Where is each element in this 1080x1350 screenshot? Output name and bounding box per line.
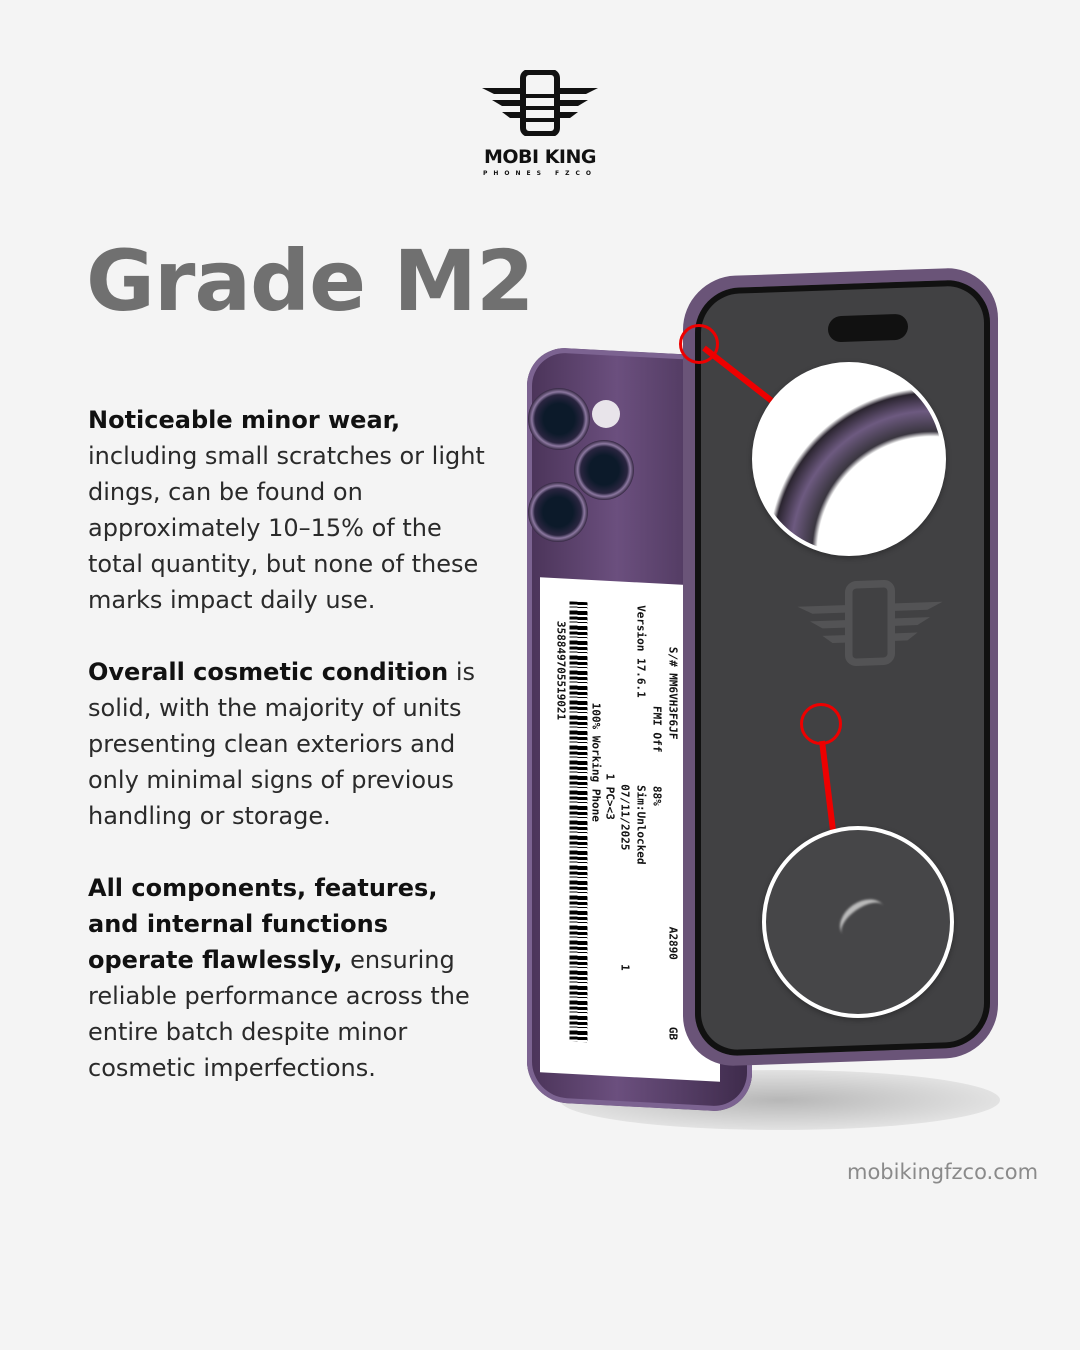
description: Noticeable minor wear, including small s… (88, 402, 488, 1122)
paragraph-lead: Noticeable minor wear, (88, 406, 401, 434)
camera-lens-icon (528, 482, 588, 542)
label-imei: 358849705519021 (554, 620, 568, 721)
label-model: A2890 (666, 926, 680, 961)
scratch-mark (832, 890, 894, 950)
flash-icon (592, 400, 620, 428)
paragraph-function: All components, features, and internal f… (88, 870, 488, 1086)
camera-lens-icon (574, 440, 634, 500)
camera-lens-icon (528, 388, 590, 450)
phone-screen (695, 278, 990, 1058)
phone-front (683, 266, 998, 1068)
zoom-scratch-detail (762, 826, 954, 1018)
paragraph-wear: Noticeable minor wear, including small s… (88, 402, 488, 618)
paragraph-lead: Overall cosmetic condition (88, 658, 449, 686)
barcode (569, 601, 588, 1043)
zoom-corner-detail (752, 362, 946, 556)
label-sim: Sim:Unlocked (634, 784, 648, 865)
label-version: Version 17.6.1 (634, 604, 648, 699)
website-link[interactable]: mobikingfzco.com (847, 1160, 1039, 1184)
brand-name: MOBI KING (483, 146, 597, 168)
paragraph-body: ensuring reliable performance across the… (88, 946, 470, 1082)
brand-tagline: PHONES FZCO (482, 170, 597, 177)
paragraph-lead: All components, features, and internal f… (88, 874, 438, 974)
paragraph-body: is solid, with the majority of units pre… (88, 658, 476, 830)
brand-logo: MOBI KING PHONES FZCO (480, 69, 600, 177)
label-battery: 88% (650, 785, 664, 807)
paragraph-condition: Overall cosmetic condition is solid, wit… (88, 654, 488, 834)
label-pc: 1 PC><3 (603, 773, 617, 821)
page-title: Grade M2 (86, 232, 534, 330)
label-status: 100% Working Phone (589, 702, 603, 823)
label-date: 07/11/2025 (618, 783, 632, 851)
watermark-logo-icon (797, 579, 943, 666)
label-serial: S/# MM6VH3F6JF (666, 646, 680, 740)
wear-marker-corner (679, 324, 719, 364)
wear-marker-screen (800, 703, 842, 745)
paragraph-body: including small scratches or light dings… (88, 442, 485, 614)
label-fmi: FMI Off (650, 705, 664, 753)
label-qty: 1 (618, 963, 632, 972)
label-storage: GB (666, 1026, 680, 1041)
winged-phone-icon (482, 69, 598, 137)
dynamic-island (828, 313, 908, 343)
